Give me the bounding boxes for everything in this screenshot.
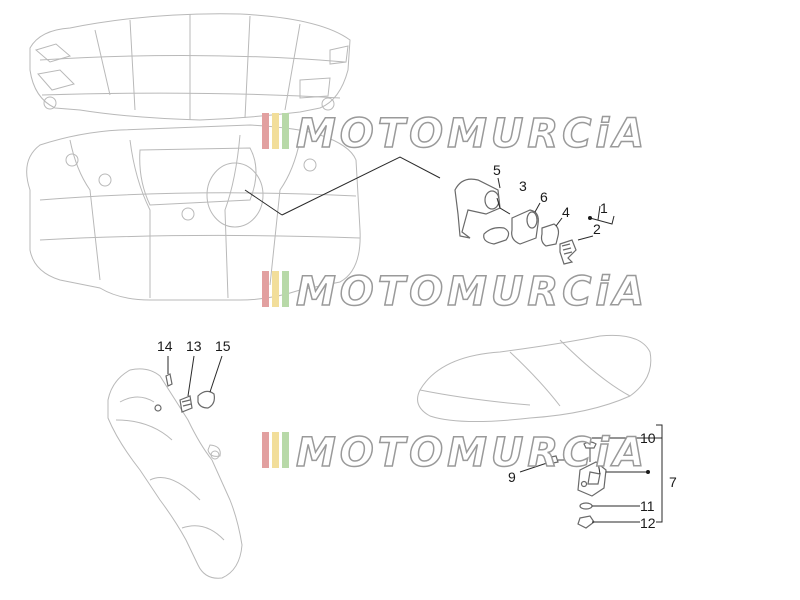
lock-cylinder-part [511, 209, 539, 245]
callout-5: 5 [493, 162, 501, 178]
seat-drawing [417, 334, 652, 423]
side-cover-fasteners [154, 355, 223, 413]
callout-13: 13 [186, 338, 202, 354]
watermark-text: MOTOMURCiA [296, 430, 648, 476]
lock-body-part [454, 178, 501, 239]
callout-6: 6 [540, 189, 548, 205]
ignition-lock-assembly [244, 156, 615, 265]
key-barrel-part [559, 239, 577, 265]
callout-11: 11 [640, 498, 655, 514]
callout-15: 15 [215, 338, 231, 354]
callout-10: 10 [640, 430, 656, 446]
watermark-stripe-1c [282, 113, 289, 149]
callout-1: 1 [600, 200, 608, 216]
callout-14: 14 [157, 338, 173, 354]
watermark-stripe-3a [262, 432, 269, 468]
watermark-text: MOTOMURCiA [296, 111, 648, 157]
seat-hinge-assembly [519, 424, 663, 529]
watermark-2: MOTOMURCiA [262, 268, 648, 316]
front-shield-drawing [26, 124, 361, 301]
watermark-stripe-3b [272, 432, 279, 468]
watermark-1: MOTOMURCiA [262, 110, 648, 158]
callout-2: 2 [593, 221, 601, 237]
watermark-stripe-1a [262, 113, 269, 149]
watermark-stripe-2c [282, 271, 289, 307]
watermark-text: MOTOMURCiA [296, 269, 648, 315]
side-cover-drawing [107, 368, 243, 579]
callout-labels: 5 3 6 4 1 2 14 13 15 10 7 9 11 12 [157, 162, 677, 531]
watermark-3: MOTOMURCiA [262, 429, 648, 477]
watermark-stripe-1b [272, 113, 279, 149]
callout-4: 4 [562, 204, 570, 220]
watermark-stripe-2a [262, 271, 269, 307]
callout-3: 3 [519, 178, 527, 194]
watermark-stripe-2b [272, 271, 279, 307]
handlebar-cover-drawing [29, 13, 351, 121]
watermark-stripe-3c [282, 432, 289, 468]
callout-7: 7 [669, 474, 677, 490]
callout-9: 9 [508, 469, 516, 485]
callout-12: 12 [640, 515, 656, 531]
lock-sleeve-part [540, 223, 560, 247]
lock-cap-part [483, 227, 510, 245]
